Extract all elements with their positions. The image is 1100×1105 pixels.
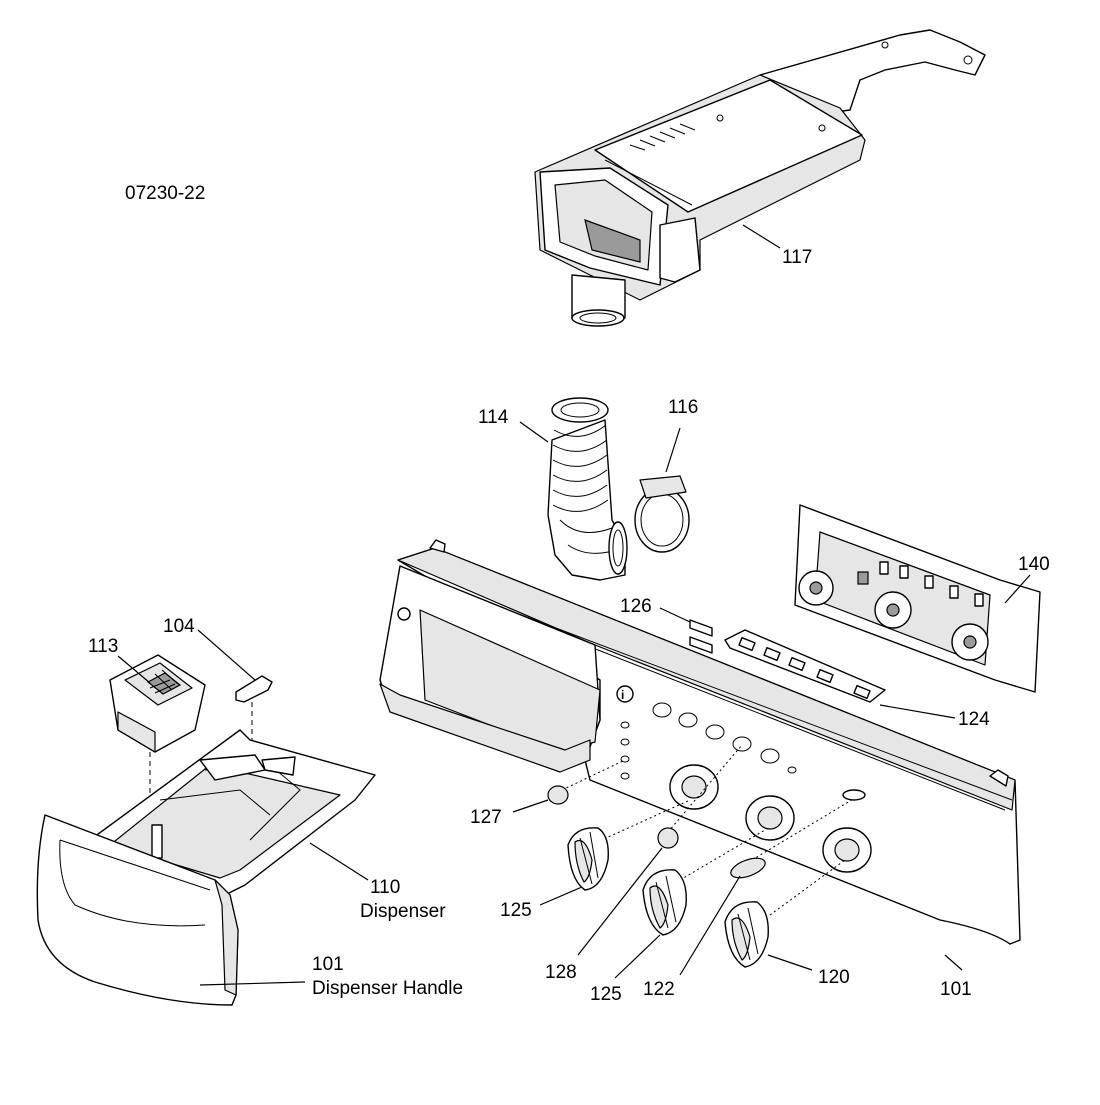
part-117-dispenser-housing bbox=[534, 29, 986, 327]
callout-101-left: 101 bbox=[312, 954, 344, 975]
leader-128 bbox=[577, 847, 663, 956]
leader-122 bbox=[679, 875, 741, 976]
part-125-knob-left bbox=[567, 827, 609, 891]
part-128-cap bbox=[657, 827, 679, 849]
part-113-detergent-insert bbox=[109, 654, 206, 753]
part-125-knob-center bbox=[642, 869, 687, 936]
part-120-knob-right bbox=[724, 901, 769, 968]
callout-122: 122 bbox=[643, 979, 675, 1000]
callout-125-center: 125 bbox=[590, 984, 622, 1005]
svg-text:i: i bbox=[621, 688, 624, 702]
part-104-clip bbox=[235, 675, 273, 703]
part-114-bellows-hose bbox=[547, 397, 628, 581]
leader-101-left bbox=[199, 981, 306, 986]
drawing-number: 07230-22 bbox=[125, 183, 205, 204]
part-101-dispenser-handle bbox=[36, 814, 239, 1006]
callout-110: 110 bbox=[370, 877, 400, 898]
leader-104 bbox=[197, 629, 256, 681]
part-116-hose-clamp bbox=[634, 475, 690, 553]
callout-104: 104 bbox=[163, 616, 195, 637]
leader-110 bbox=[309, 842, 369, 881]
leader-113 bbox=[117, 655, 151, 684]
part-122-oval-button bbox=[730, 857, 766, 879]
callout-110-description: Dispenser bbox=[360, 901, 446, 922]
callout-126: 126 bbox=[620, 596, 652, 617]
leader-127 bbox=[512, 799, 549, 813]
part-140-control-board bbox=[794, 504, 1041, 693]
callout-128: 128 bbox=[545, 962, 577, 983]
callout-140: 140 bbox=[1018, 554, 1050, 575]
callout-101-left-description: Dispenser Handle bbox=[312, 978, 463, 999]
callout-101-right: 101 bbox=[940, 979, 972, 1000]
leader-117 bbox=[742, 224, 781, 249]
leader-120 bbox=[767, 954, 813, 971]
callout-113: 113 bbox=[88, 636, 118, 657]
part-127-small-button bbox=[547, 785, 569, 805]
leader-116 bbox=[665, 427, 681, 473]
leader-126 bbox=[659, 607, 691, 623]
leader-101-right bbox=[944, 954, 963, 971]
leader-140 bbox=[1004, 574, 1031, 604]
assembly-lines bbox=[561, 744, 856, 916]
callout-124: 124 bbox=[958, 709, 990, 730]
callout-127: 127 bbox=[470, 807, 502, 828]
part-101-control-panel: i bbox=[379, 539, 1021, 945]
leader-114 bbox=[519, 421, 549, 443]
part-110-dispenser-drawer bbox=[89, 729, 376, 901]
leader-125-center bbox=[614, 934, 661, 979]
callout-116: 116 bbox=[668, 397, 698, 418]
part-124-membrane bbox=[724, 629, 886, 703]
callout-114: 114 bbox=[478, 407, 509, 428]
callout-120: 120 bbox=[818, 967, 850, 988]
leader-124 bbox=[879, 704, 956, 719]
callout-125-left: 125 bbox=[500, 900, 532, 921]
leader-125-left bbox=[539, 886, 583, 906]
callout-117: 117 bbox=[782, 247, 812, 268]
